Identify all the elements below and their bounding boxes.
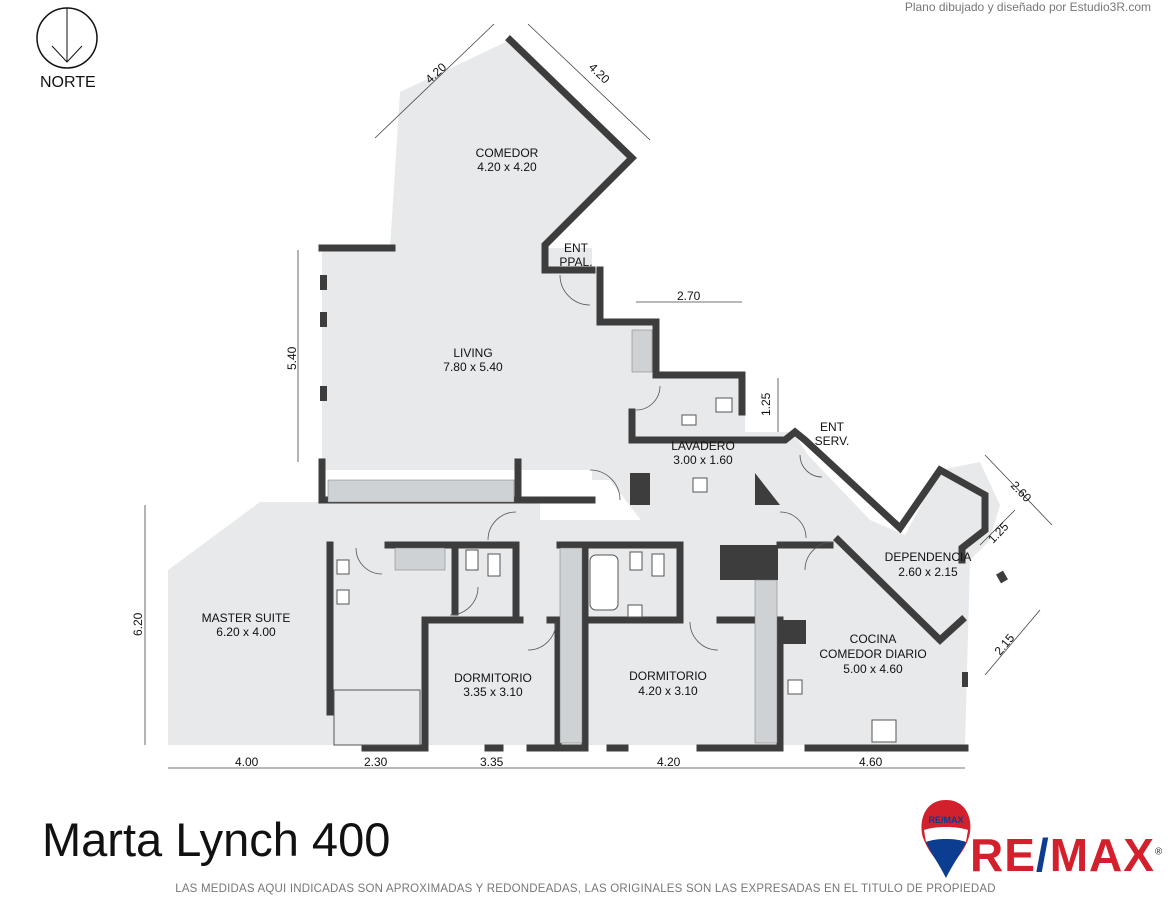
dim-bottom-2: 2.30 [364,755,388,769]
comedor-name: COMEDOR [476,146,539,160]
registered-mark: ® [1154,846,1164,858]
disclaimer: LAS MEDIDAS AQUI INDICADAS SON APROXIMAD… [175,883,996,895]
lavadero-name: LAVADERO [671,439,735,453]
ent-serv-line1: ENT [820,420,845,434]
ent-ppal-line1: ENT [564,241,589,255]
dim-bottom-3: 3.35 [480,755,504,769]
property-address: Marta Lynch 400 [42,813,391,866]
ent-serv-line2: SERV. [815,434,850,448]
door-swings [355,274,834,651]
dim-cocina-side: 2.15 [992,631,1018,658]
dorm2-size: 4.20 x 3.10 [638,684,698,698]
plan-credit: Plano dibujado y diseñado por Estudio3R.… [904,0,1151,14]
dim-bath-height: 1.25 [759,392,773,416]
dorm2-name: DORMITORIO [629,669,707,683]
cocina-size: 5.00 x 4.60 [843,662,903,676]
dependencia-name: DEPENDENCIA [885,550,972,564]
walls [318,35,989,752]
dim-bottom-1: 4.00 [235,755,259,769]
living-size: 7.80 x 5.40 [443,360,503,374]
balloon-text: RE/MAX [928,815,963,825]
logo-left: RE [970,829,1036,881]
dim-master-height: 6.20 [131,612,145,636]
remax-logo-text: RE/MAX® [970,828,1163,882]
comedor-size: 4.20 x 4.20 [477,160,537,174]
dimension-lines [144,23,1053,769]
room-labels: COMEDOR 4.20 x 4.20 LIVING 7.80 x 5.40 E… [202,146,972,699]
solid-wall-blocks [320,275,1008,687]
living-name: LIVING [453,346,492,360]
master-size: 6.20 x 4.00 [216,625,276,639]
dorm1-size: 3.35 x 3.10 [463,685,523,699]
north-arrow-icon [36,7,98,69]
remax-balloon-logo: RE/MAX [921,800,971,878]
dim-living-height: 5.40 [285,346,299,370]
dorm1-name: DORMITORIO [454,671,532,685]
master-name: MASTER SUITE [202,611,291,625]
fixtures [333,397,897,746]
hatched-areas [327,329,778,744]
dim-bottom-4: 4.20 [657,755,681,769]
dependencia-size: 2.60 x 2.15 [898,565,958,579]
dim-bath-width: 2.70 [677,289,701,303]
ent-ppal-line2: PPAL. [559,255,592,269]
cocina-line2: COMEDOR DIARIO [819,647,926,661]
north-label: NORTE [40,74,96,91]
cocina-line1: COCINA [850,632,897,646]
logo-slash: / [1035,829,1050,881]
lavadero-size: 3.00 x 1.60 [673,453,733,467]
dim-dep-width: 2.60 [1008,478,1035,505]
logo-right: MAX [1049,829,1155,881]
dim-bottom-5: 4.60 [859,755,883,769]
